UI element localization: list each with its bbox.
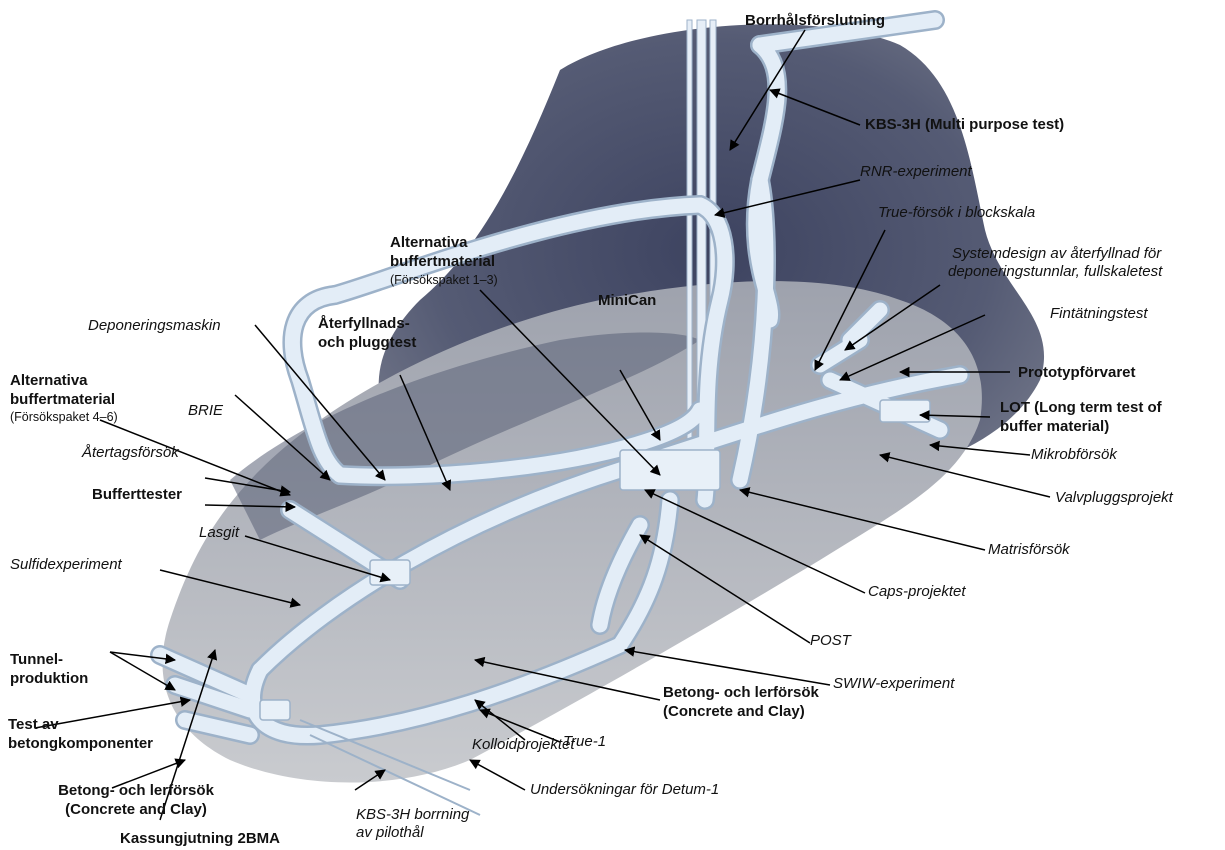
label-brie: BRIE: [188, 402, 223, 419]
label-lot-2: buffer material): [1000, 418, 1109, 435]
label-mikrobforsok: Mikrobförsök: [1031, 446, 1117, 463]
label-test-av-2: betongkomponenter: [8, 735, 153, 752]
label-test-av-1: Test av: [8, 716, 59, 733]
label-alt13-1: Alternativa: [390, 234, 468, 251]
label-prototypforvaret: Prototypförvaret: [1018, 364, 1136, 381]
label-atertagsforsok: Återtagsförsök: [82, 444, 179, 461]
label-post: POST: [810, 632, 851, 649]
label-betong-right-2: (Concrete and Clay): [663, 703, 805, 720]
label-lasgit: Lasgit: [199, 524, 239, 541]
label-tunnel-2: produktion: [10, 670, 88, 687]
label-betong-left-1: Betong- och lerförsök: [36, 782, 236, 799]
label-fintatningstest: Fintätningstest: [1050, 305, 1148, 322]
label-matrisforsok: Matrisförsök: [988, 541, 1070, 558]
label-alt13-2: buffertmaterial: [390, 253, 495, 270]
label-systemdesign-2: deponeringstunnlar, fullskaletest: [948, 263, 1162, 280]
label-systemdesign-1: Systemdesign av återfyllnad för: [952, 245, 1161, 262]
label-kolloidprojektet: Kolloidprojektet: [472, 736, 575, 753]
label-bufferttester: Bufferttester: [92, 486, 182, 503]
label-kbs3h-multi-purpose: KBS-3H (Multi purpose test): [865, 116, 1064, 133]
label-detum: Undersökningar för Detum-1: [530, 781, 719, 798]
label-aterfyllnads-1: Återfyllnads-: [318, 315, 410, 332]
label-alt46-3: (Försökspaket 4–6): [10, 410, 118, 424]
label-betong-left-2: (Concrete and Clay): [36, 801, 236, 818]
label-kassungjutning: Kassungjutning 2BMA: [120, 830, 280, 847]
label-lot-1: LOT (Long term test of: [1000, 399, 1162, 416]
label-kbs3h-borrning-2: av pilothål: [356, 824, 424, 841]
label-kbs3h-borrning-1: KBS-3H borrning: [356, 806, 469, 823]
label-alt46-1: Alternativa: [10, 372, 88, 389]
label-true-blockskala: True-försök i blockskala: [878, 204, 1035, 221]
label-swiw-experiment: SWIW-experiment: [833, 675, 954, 692]
label-minican: MiniCan: [598, 292, 656, 309]
label-valvpluggsprojekt: Valvpluggsprojekt: [1055, 489, 1173, 506]
label-tunnel-1: Tunnel-: [10, 651, 63, 668]
label-sulfidexperiment: Sulfidexperiment: [10, 556, 122, 573]
label-deponeringsmaskin: Deponeringsmaskin: [88, 317, 221, 334]
label-rnr-experiment: RNR-experiment: [860, 163, 972, 180]
label-alt46-2: buffertmaterial: [10, 391, 115, 408]
label-betong-right-1: Betong- och lerförsök: [663, 684, 819, 701]
label-alt13-3: (Försökspaket 1–3): [390, 273, 498, 287]
label-caps-projektet: Caps-projektet: [868, 583, 966, 600]
label-aterfyllnads-2: och pluggtest: [318, 334, 416, 351]
label-borrhalsforslutning: Borrhålsförslutning: [745, 12, 885, 29]
